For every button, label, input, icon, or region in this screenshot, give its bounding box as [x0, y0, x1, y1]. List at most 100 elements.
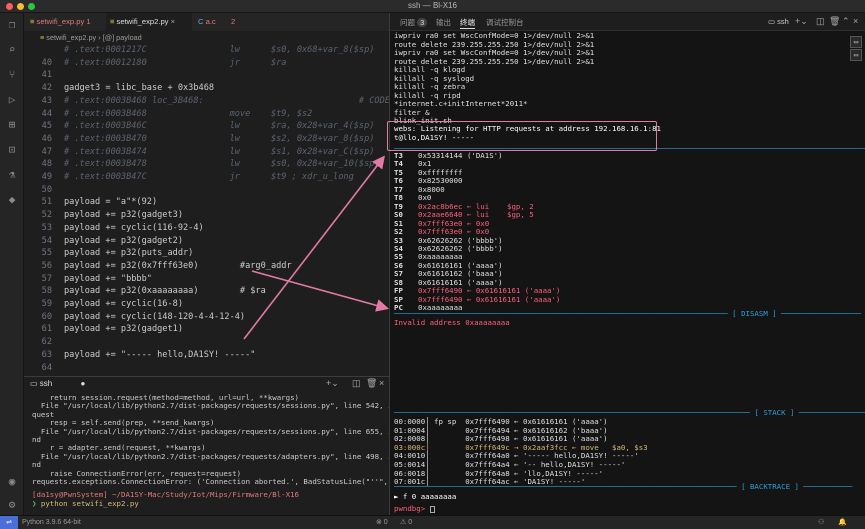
line-number: 64: [41, 362, 52, 373]
kill-terminal-icon[interactable]: 🗑: [829, 16, 841, 26]
line-number: 43: [41, 95, 52, 106]
split-terminal-icon[interactable]: ◫: [816, 16, 825, 26]
terminal-instance-icon[interactable]: ▭: [850, 36, 862, 48]
register-name: FP: [394, 286, 403, 296]
left-terminal[interactable]: return session.request(method=method, ur…: [24, 391, 390, 515]
tab-label: setwifi_exp2.py: [116, 17, 169, 26]
remote-explorer-icon[interactable]: ⊡: [8, 143, 16, 156]
line-number: 58: [41, 286, 52, 297]
register-value: 0x1: [418, 159, 432, 169]
tab-setwifi-exp2[interactable]: ≡ setwifi_exp2.py ×: [106, 13, 192, 31]
tab-problems[interactable]: 问题 3: [400, 17, 428, 28]
code-line: 62: [24, 336, 390, 348]
breadcrumb-symbol[interactable]: [@] payload: [102, 33, 142, 42]
terminal-output-line: route delete 239.255.255.250 1>/dev/null…: [394, 56, 595, 66]
line-number: 44: [41, 108, 52, 119]
warning-count[interactable]: ⚠ 0: [400, 519, 413, 526]
register-value: 0x2aae6640 ← lui $gp, 5: [418, 210, 534, 220]
breadcrumb-file[interactable]: setwifi_exp2.py: [46, 33, 97, 42]
register-name: T7: [394, 184, 403, 194]
zoom-window-button[interactable]: [28, 3, 35, 10]
line-number: 59: [41, 299, 52, 309]
tab-a-c[interactable]: C a.c: [194, 13, 244, 31]
testing-icon[interactable]: ⚗: [8, 168, 16, 181]
stack-row: 07:001c│ 0x7fff64ac ← 'DA1SY! -----': [394, 477, 586, 487]
invalid-address-line: Invalid address 0xaaaaaaaa: [394, 318, 510, 327]
code-text: # .text:0003B468 loc_3B468: # CODE XREF: [64, 95, 390, 106]
terminal-tab[interactable]: ▭ ssh ●: [30, 379, 85, 388]
register-value: 0xaaaaaaaa: [418, 252, 463, 262]
tab-debug-console[interactable]: 调试控制台: [486, 18, 524, 27]
tab-problem-count: 2: [227, 13, 247, 31]
terminal-instance-icon[interactable]: ▭: [850, 49, 862, 61]
code-editor[interactable]: # .text:0001217C lw $s0, 0x68+var_8($sp)…: [24, 44, 390, 376]
stack-label: [ STACK ]: [754, 408, 795, 417]
terminal-output-line: killall -q zebra: [394, 82, 466, 91]
kill-terminal-icon[interactable]: 🗑: [366, 378, 378, 388]
close-tab-icon[interactable]: ×: [170, 17, 176, 26]
close-window-button[interactable]: [6, 3, 13, 10]
minimize-window-button[interactable]: [17, 3, 24, 10]
terminal-output-line: requests.exceptions.ConnectionError: ('C…: [32, 477, 390, 486]
register-value: 0x82530000: [418, 176, 463, 186]
terminal-selector[interactable]: ▭ ssh: [768, 17, 789, 26]
docker-icon[interactable]: ◆: [8, 193, 16, 206]
line-number: 47: [41, 146, 52, 157]
code-text: payload += cyclic(16-8): [64, 299, 183, 309]
source-control-icon[interactable]: ⑂: [8, 68, 16, 81]
run-debug-icon[interactable]: ▷: [8, 93, 16, 106]
disasm-label: [ DISASM ]: [732, 309, 777, 318]
terminal-output-line: resp = self.send(prep, **send_kwargs): [32, 418, 215, 428]
terminal-output-line: File "/usr/local/lib/python2.7/dist-pack…: [32, 426, 390, 436]
terminal-output-line: killall -q klogd: [394, 65, 466, 74]
settings-gear-icon[interactable]: ⚙: [8, 498, 16, 511]
code-text: payload += "----- hello,DA1SY! -----": [64, 349, 256, 360]
tab-label: 2: [231, 17, 236, 26]
line-number: 49: [41, 172, 52, 182]
line-number: 52: [41, 210, 52, 221]
close-panel-icon[interactable]: ×: [853, 16, 859, 26]
terminal-output-line: blink_init.sh: [394, 116, 452, 125]
extensions-icon[interactable]: ⊞: [8, 118, 16, 131]
stack-row: 02:0008│ 0x7fff6498 ← 0x61616161 ('aaaa'…: [394, 434, 608, 444]
tab-label: a.c: [205, 17, 216, 26]
accounts-icon[interactable]: ⚇: [818, 519, 825, 526]
new-terminal-icon[interactable]: +⌄: [326, 378, 339, 388]
maximize-panel-icon[interactable]: ⌃: [842, 16, 850, 26]
account-icon[interactable]: ◉: [8, 475, 16, 488]
register-name: T4: [394, 159, 403, 169]
search-icon[interactable]: ⌕: [8, 43, 16, 56]
notifications-bell-icon[interactable]: 🔔: [838, 519, 847, 526]
gdb-terminal[interactable]: iwpriv ra0 set WscConfMode=0 1>/dev/null…: [390, 31, 865, 515]
remote-indicator-icon[interactable]: ⇌: [0, 516, 18, 529]
terminal-output-line: r = adapter.send(request, **kwargs): [32, 443, 206, 453]
code-text: # .text:0003B468 move $t9, $s2: [64, 108, 313, 119]
register-name: S0: [394, 210, 403, 220]
python-interpreter[interactable]: Python 3.9.6 64-bit: [22, 519, 81, 526]
error-count[interactable]: ⊗ 0: [376, 519, 388, 526]
tab-setwifi-exp[interactable]: ≡ setwifi_exp.py 1: [26, 13, 102, 31]
line-number: 60: [41, 311, 52, 322]
code-line: # .text:0001217C lw $s0, 0x68+var_8($sp): [24, 44, 390, 56]
tab-output[interactable]: 输出: [436, 18, 451, 27]
close-panel-icon[interactable]: ×: [379, 378, 385, 388]
panel-divider[interactable]: [389, 13, 390, 515]
register-name: T3: [394, 151, 403, 160]
split-terminal-icon[interactable]: ◫: [352, 378, 361, 388]
code-text: payload += p32(gadget2): [64, 235, 183, 246]
explorer-icon[interactable]: ❐: [8, 18, 16, 31]
code-line: 50: [24, 184, 390, 196]
dirty-dot-icon: ●: [80, 379, 86, 388]
register-value: 0x62626262 ('bbbb'): [418, 235, 503, 245]
tab-terminal[interactable]: 终端: [460, 18, 475, 29]
register-value: 0x53314144 ('DA1S'): [418, 151, 503, 160]
new-terminal-icon[interactable]: +⌄: [795, 16, 808, 26]
